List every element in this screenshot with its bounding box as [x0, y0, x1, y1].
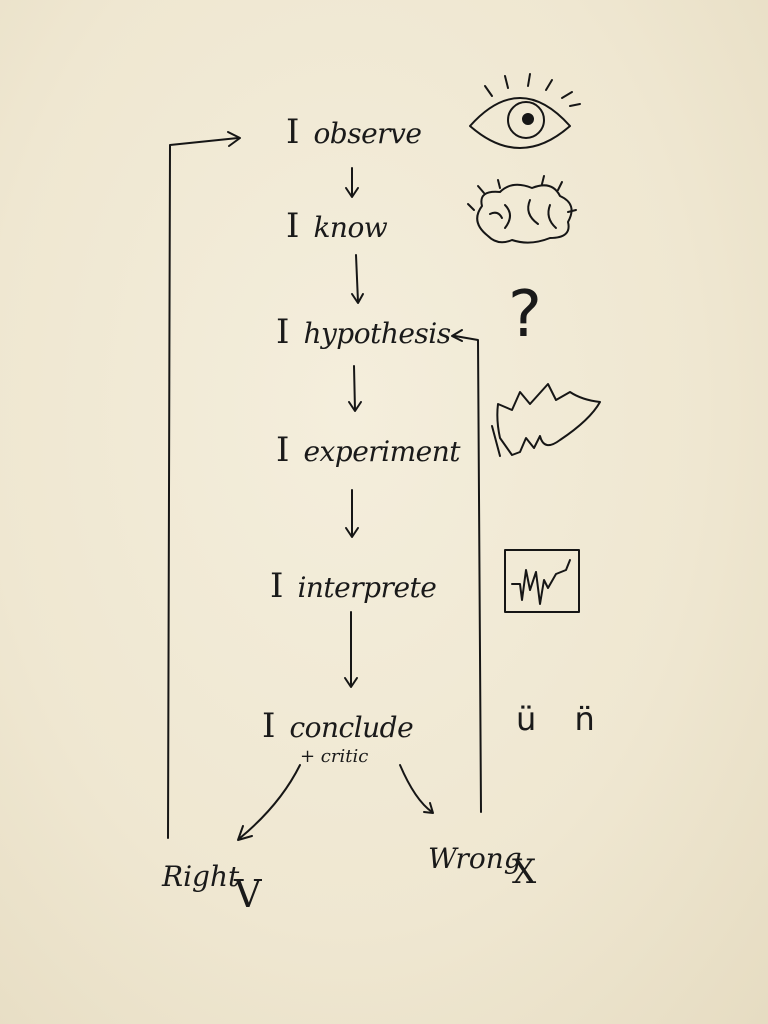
right-loop-arrow — [167, 137, 239, 839]
faces-icon: ü n̈ — [516, 700, 609, 738]
step-pronoun: I — [276, 430, 290, 470]
step-arrows — [344, 167, 364, 688]
critic-note: + critic — [300, 746, 369, 767]
wrong-branch-arrow — [399, 764, 433, 813]
explosion-icon — [491, 383, 601, 457]
right-branch-arrow — [239, 764, 301, 839]
right-check-mark: V — [234, 872, 262, 916]
step-pronoun: I — [262, 706, 276, 746]
step-word: observe — [313, 117, 422, 150]
step-pronoun: I — [276, 312, 290, 352]
question-mark-icon: ? — [508, 278, 542, 352]
step-word: experiment — [303, 435, 461, 468]
eye-icon — [469, 73, 581, 149]
wrong-cross-mark: X — [512, 852, 537, 892]
step-word: know — [313, 211, 388, 244]
brain-icon — [467, 175, 577, 244]
step-word: interprete — [297, 571, 437, 604]
step-pronoun: I — [286, 206, 300, 246]
step-pronoun: I — [270, 566, 284, 606]
outcome-right-label: Right — [162, 860, 240, 893]
step-pronoun: I — [286, 112, 300, 152]
graph-icon — [504, 549, 580, 613]
step-word: conclude — [289, 711, 414, 744]
outcome-wrong-label: Wrong — [428, 842, 522, 875]
wrong-loop-arrow — [454, 335, 482, 813]
step-word: hypothesis — [303, 317, 451, 350]
